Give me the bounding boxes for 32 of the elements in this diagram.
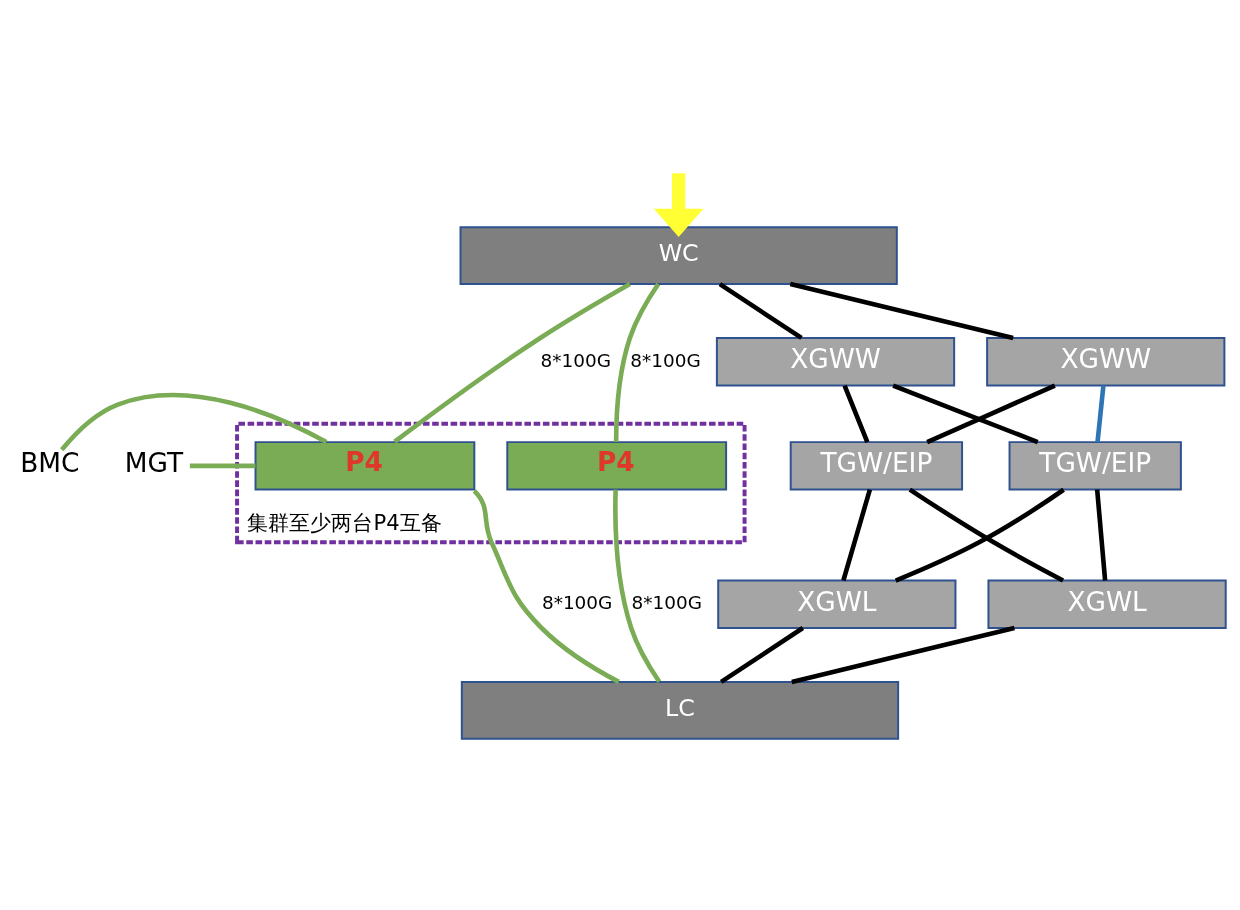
connector <box>60 392 328 451</box>
connector <box>926 382 1056 444</box>
connector <box>1094 488 1108 581</box>
arrow <box>653 172 704 237</box>
connector <box>189 463 256 468</box>
connector <box>892 382 1039 444</box>
node-box: XGWW <box>986 336 1226 386</box>
connector <box>842 384 870 443</box>
connector <box>1095 384 1106 442</box>
connector <box>791 625 1015 684</box>
node-box: TGW/EIP <box>1008 440 1182 491</box>
node-text: BMC <box>20 447 80 478</box>
node-box: P4 <box>506 440 728 491</box>
edge-label: 8*100G <box>630 349 701 371</box>
edge-label: 8*100G <box>540 349 612 371</box>
connector <box>393 281 632 444</box>
connector <box>472 488 620 684</box>
edge-label: 8*100G <box>541 591 613 613</box>
node-box: XGWL <box>987 579 1227 629</box>
node-box: LC <box>460 680 900 740</box>
connector <box>613 489 662 683</box>
connector <box>719 625 805 684</box>
node-box: WC <box>459 225 898 285</box>
connector <box>841 488 873 581</box>
node-box: TGW/EIP <box>789 440 964 491</box>
node-box: XGWL <box>717 579 957 629</box>
node-box: XGWW <box>715 336 956 386</box>
node-text: MGT <box>124 447 184 478</box>
connector <box>718 281 803 340</box>
node-box: P4 <box>254 440 476 491</box>
connector <box>613 282 661 442</box>
edge-label: 8*100G <box>631 591 703 613</box>
